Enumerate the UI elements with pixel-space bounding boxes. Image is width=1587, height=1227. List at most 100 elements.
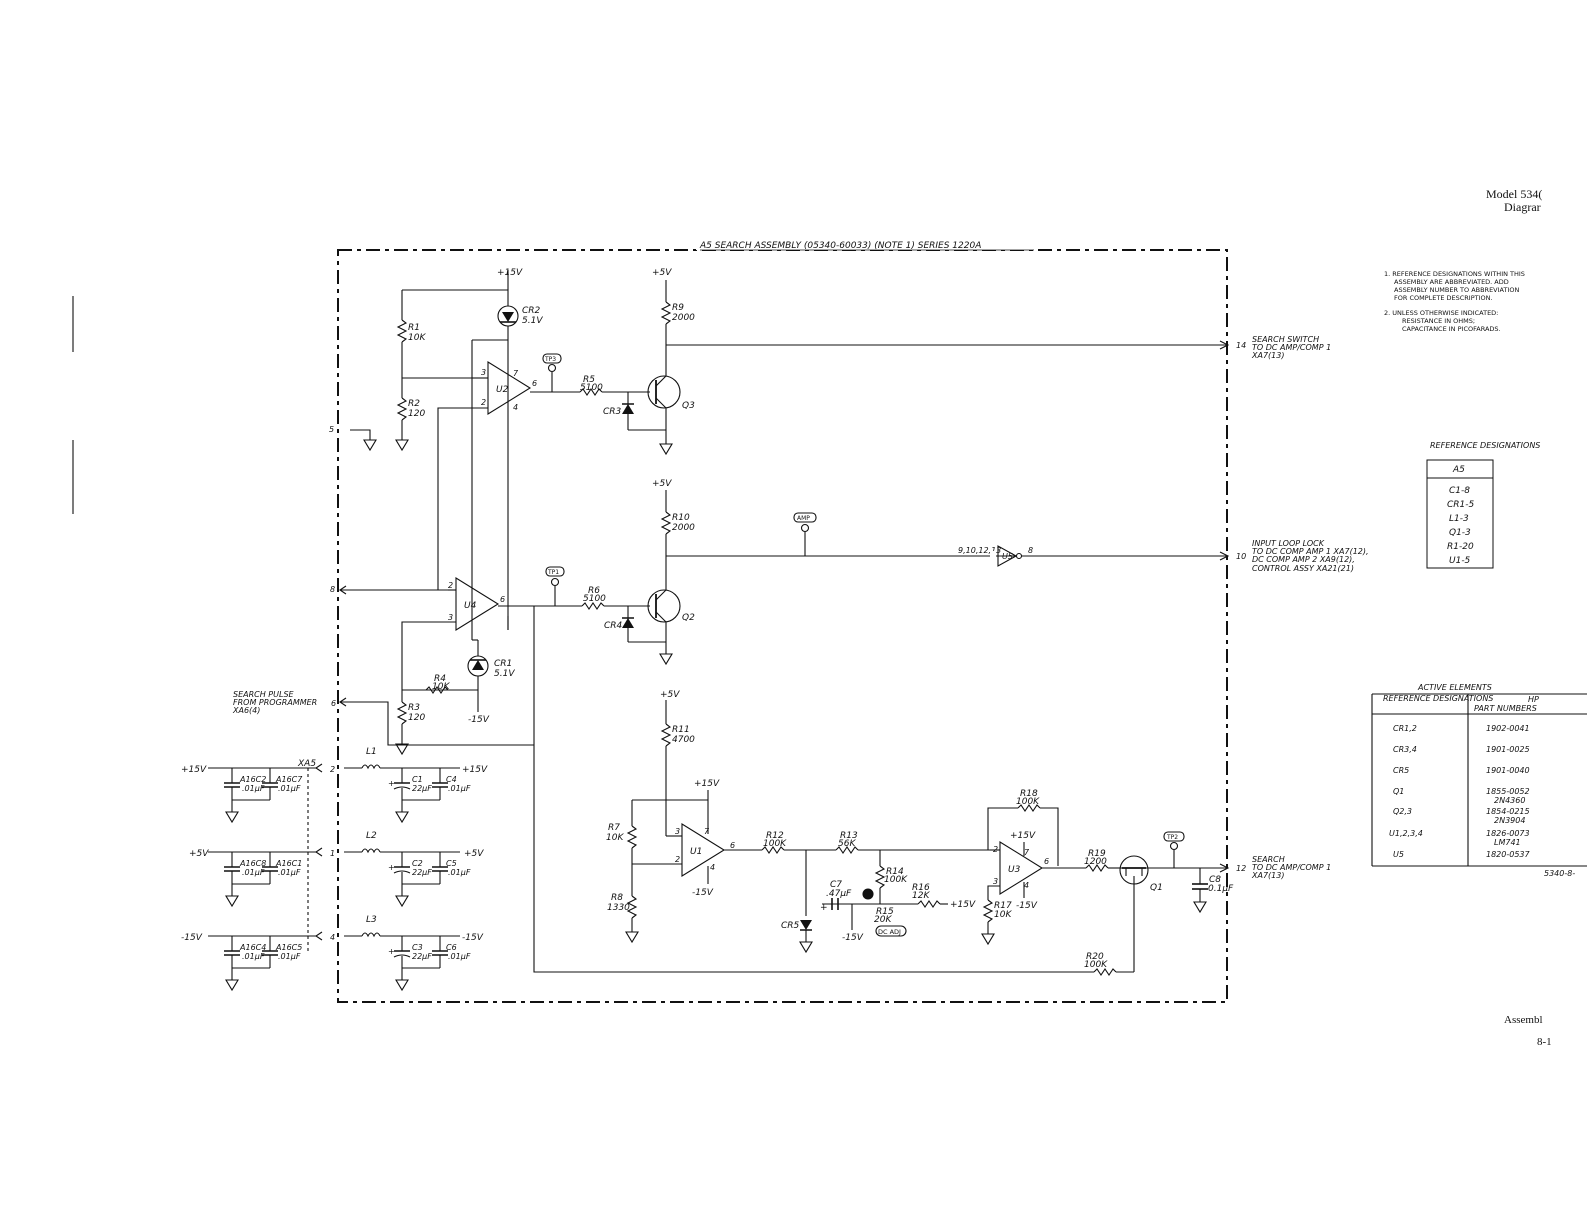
assembly-title: A5 SEARCH ASSEMBLY (05340-60033) (NOTE 1…	[699, 241, 981, 251]
svg-text:A16C5: A16C5	[275, 943, 302, 952]
svg-text:.01µF: .01µF	[448, 784, 471, 793]
svg-text:R7: R7	[608, 823, 620, 833]
svg-text:R1-20: R1-20	[1447, 542, 1474, 552]
svg-text:+15V: +15V	[1010, 831, 1036, 841]
u5-inverter	[997, 545, 1018, 567]
svg-text:CR5: CR5	[1393, 766, 1409, 775]
svg-text:5: 5	[329, 425, 334, 434]
svg-text:XA7(13): XA7(13)	[1251, 871, 1284, 880]
pin-5: 5	[329, 425, 377, 452]
svg-text:2: 2	[330, 765, 335, 774]
svg-text:12: 12	[1236, 864, 1246, 873]
svg-text:U1: U1	[690, 847, 702, 857]
svg-text:.01µF: .01µF	[278, 784, 301, 793]
svg-text:2000: 2000	[672, 313, 695, 323]
svg-text:.01µF: .01µF	[278, 868, 301, 877]
r3-resistor	[396, 701, 408, 725]
svg-text:.01µF: .01µF	[242, 952, 265, 961]
zener-diode-icon	[502, 312, 514, 322]
diode-icon	[622, 404, 634, 414]
reference-designations-table: REFERENCE DESIGNATIONS A5 C1-8 CR1-5 L1-…	[1426, 441, 1540, 569]
r1-resistor	[396, 319, 408, 343]
svg-text:LM741: LM741	[1494, 838, 1521, 847]
svg-text:A16C4: A16C4	[239, 943, 266, 952]
svg-text:C4: C4	[446, 775, 457, 784]
svg-text:100K: 100K	[1084, 960, 1108, 970]
svg-text:12K: 12K	[912, 891, 930, 901]
ground-icon	[395, 895, 409, 908]
svg-text:120: 120	[408, 409, 425, 419]
svg-text:22µF: 22µF	[412, 868, 432, 877]
svg-text:XA5: XA5	[297, 759, 316, 769]
ground-icon	[659, 443, 673, 456]
svg-text:DC ADJ: DC ADJ	[878, 928, 901, 936]
svg-text:L2: L2	[366, 831, 377, 841]
svg-text:C5: C5	[446, 859, 457, 868]
svg-text:.01µF: .01µF	[278, 952, 301, 961]
svg-text:TO DC AMP/COMP 1: TO DC AMP/COMP 1	[1252, 863, 1331, 872]
svg-text:ASSEMBLY NUMBER TO ABBREVIATIO: ASSEMBLY NUMBER TO ABBREVIATION	[1394, 286, 1519, 294]
svg-text:2N4360: 2N4360	[1494, 796, 1525, 805]
svg-text:TO DC AMP/COMP 1: TO DC AMP/COMP 1	[1252, 343, 1331, 352]
svg-text:+5V: +5V	[189, 849, 209, 859]
svg-text:6: 6	[532, 379, 537, 388]
svg-text:PART NUMBERS: PART NUMBERS	[1474, 704, 1537, 713]
r11-resistor	[660, 723, 672, 747]
svg-text:1. REFERENCE DESIGNATIONS WIT: 1. REFERENCE DESIGNATIONS WITHIN THIS	[1384, 270, 1525, 278]
svg-text:-15V: -15V	[692, 888, 714, 898]
svg-text:7: 7	[704, 827, 710, 836]
svg-text:.01µF: .01µF	[448, 868, 471, 877]
svg-text:TO DC COMP AMP 1 XA7(12),: TO DC COMP AMP 1 XA7(12),	[1252, 547, 1369, 556]
svg-text:2: 2	[448, 581, 453, 590]
svg-text:1901-0040: 1901-0040	[1486, 766, 1530, 775]
assembly-label: Assembl	[1504, 1014, 1543, 1026]
svg-text:1826-0073: 1826-0073	[1486, 829, 1530, 838]
svg-text:CR1: CR1	[494, 659, 512, 669]
svg-text:C3: C3	[412, 943, 423, 952]
svg-text:6: 6	[500, 595, 505, 604]
svg-text:R1: R1	[408, 323, 420, 333]
svg-text:2: 2	[481, 398, 486, 407]
svg-text:L1-3: L1-3	[1449, 514, 1469, 524]
svg-text:Q3: Q3	[682, 401, 695, 411]
r6-resistor	[581, 602, 605, 610]
svg-text:-15V: -15V	[181, 933, 203, 943]
svg-text:.47µF: .47µF	[826, 889, 852, 899]
u3-opamp	[999, 841, 1044, 895]
svg-text:A16C7: A16C7	[275, 775, 303, 784]
u1-section: +5V R11 4700 +15V R7 10K R8 1330 U1 7 3 …	[606, 690, 990, 954]
test-point-icon	[1169, 841, 1179, 851]
svg-text:FROM PROGRAMMER: FROM PROGRAMMER	[233, 698, 317, 707]
r2-resistor	[396, 397, 408, 421]
ground-icon	[225, 811, 239, 824]
svg-text:5.1V: 5.1V	[522, 316, 543, 326]
svg-text:A5: A5	[1452, 465, 1465, 475]
svg-text:CR4: CR4	[604, 621, 623, 631]
r7-resistor	[626, 825, 638, 849]
q3-transistor	[647, 375, 681, 409]
u3-section: R18 100K +15V U3 2 3 7 4 6 -15V R17 10K …	[533, 750, 1331, 976]
svg-text:+: +	[820, 903, 828, 913]
svg-text:5100: 5100	[583, 594, 606, 604]
l1-inductor	[361, 764, 381, 770]
svg-text:+5V: +5V	[660, 690, 680, 700]
l3-inductor	[361, 932, 381, 938]
svg-text:L1: L1	[366, 747, 377, 757]
svg-text:.01µF: .01µF	[448, 952, 471, 961]
svg-text:1: 1	[330, 849, 335, 858]
r4-resistor	[425, 686, 449, 694]
svg-text:0.1µF: 0.1µF	[1208, 884, 1234, 894]
general-notes: 1. REFERENCE DESIGNATIONS WITHIN THIS AS…	[1384, 270, 1525, 333]
svg-text:4: 4	[710, 863, 715, 872]
svg-text:U3: U3	[1008, 865, 1021, 875]
svg-text:+15V: +15V	[497, 268, 523, 278]
ground-icon	[395, 811, 409, 824]
svg-text:2. UNLESS OTHERWISE INDICATED: 2. UNLESS OTHERWISE INDICATED:	[1384, 309, 1498, 317]
svg-text:CONTROL ASSY XA21(21): CONTROL ASSY XA21(21)	[1252, 564, 1354, 573]
svg-text:Q2,3: Q2,3	[1393, 807, 1412, 816]
svg-text:DC COMP AMP 2 XA9(12),: DC COMP AMP 2 XA9(12),	[1252, 555, 1355, 564]
svg-text:R12: R12	[766, 831, 784, 841]
svg-text:+: +	[388, 779, 395, 788]
svg-text:+15V: +15V	[462, 765, 488, 775]
r12-resistor	[761, 846, 785, 854]
